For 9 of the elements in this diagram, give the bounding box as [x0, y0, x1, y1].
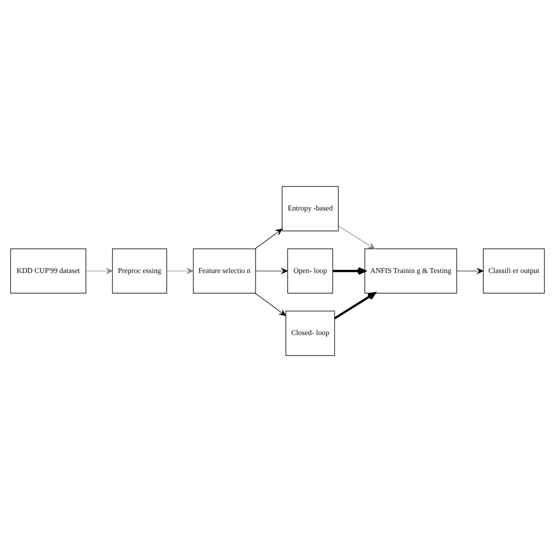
arrow — [334, 292, 376, 320]
arrow — [86, 268, 113, 274]
arrow — [255, 293, 286, 316]
arrow — [332, 267, 366, 275]
arrow — [338, 226, 375, 250]
arrow — [456, 268, 484, 274]
arrow — [256, 268, 288, 274]
arrow — [166, 268, 194, 274]
arrow — [255, 228, 282, 249]
